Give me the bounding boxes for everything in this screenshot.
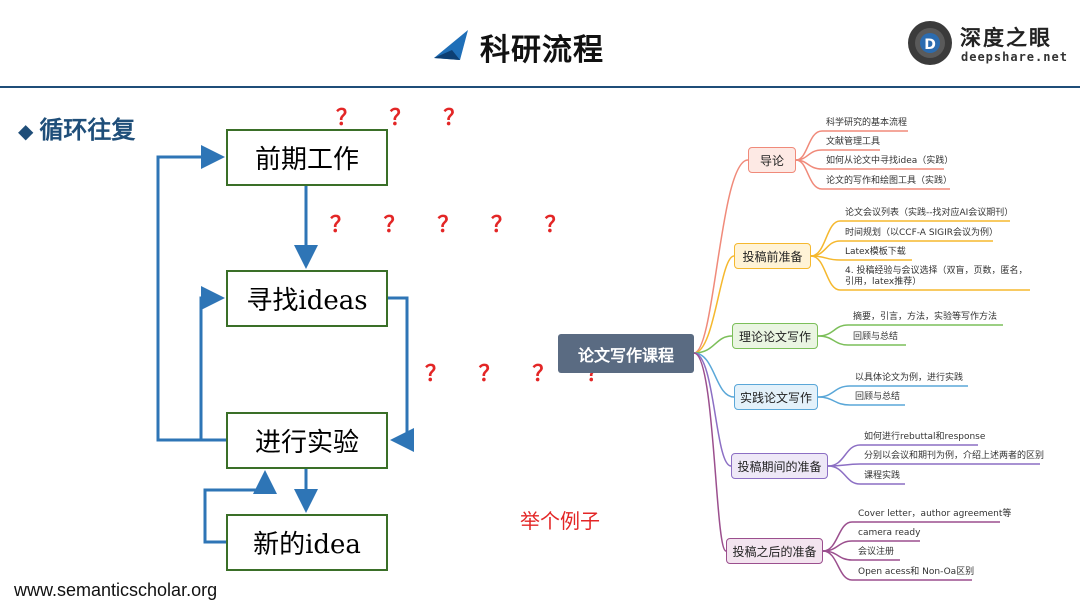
example-label: 举个例子 — [520, 509, 600, 533]
mindmap-branch-practice-writing: 实践论文写作 — [734, 384, 818, 410]
mindmap-branch-during-submission: 投稿期间的准备 — [731, 453, 828, 479]
logo-arrow-icon — [434, 30, 468, 60]
deepshare-eye-logo-icon: D — [908, 21, 952, 65]
flow-box-find-ideas: 寻找ideas — [226, 270, 388, 327]
mindmap-leaf: Open acess和 Non-Oa区别 — [858, 567, 975, 577]
svg-text:D: D — [924, 37, 936, 53]
mindmap-leaf: camera ready — [858, 528, 921, 538]
mindmap-leaf: 课程实践 — [864, 471, 901, 481]
mindmap-leaf: Latex模板下载 — [845, 247, 906, 257]
mindmap-branch-intro: 导论 — [748, 147, 796, 173]
flow-box-new-idea: 新的idea — [226, 514, 388, 571]
mindmap-leaf: 科学研究的基本流程 — [826, 118, 908, 128]
mindmap-leaf: 如何从论文中寻找idea（实践） — [826, 156, 954, 166]
section-heading: ◆循环往复 — [18, 110, 135, 145]
mindmap-leaf: 时间规划（以CCF-A SIGIR会议为例） — [845, 228, 999, 238]
mindmap-leaf: Cover letter，author agreement等 — [858, 509, 1012, 519]
mindmap-leaf: 分别以会议和期刊为例，介绍上述两者的区别 — [864, 451, 1045, 461]
footer-url[interactable]: www.semanticscholar.org — [14, 580, 218, 600]
question-marks-top: ？ ？ ？ — [336, 105, 478, 131]
mindmap-leaf: 会议注册 — [858, 547, 895, 557]
mindmap-leaf: 论文的写作和绘图工具（实践） — [826, 176, 953, 186]
mindmap-branch-after-submission: 投稿之后的准备 — [726, 538, 823, 564]
mindmap-leaf: 回顾与总结 — [853, 332, 899, 342]
mindmap-leaf: 如何进行rebuttal和response — [864, 432, 986, 442]
mindmap-leaf: 文献管理工具 — [826, 137, 881, 147]
question-marks-middle: ？ ？ ？ ？ ？ — [330, 212, 579, 238]
mindmap-branch-pre-submission: 投稿前准备 — [734, 243, 811, 269]
mindmap-leaf: 4. 投稿经验与会议选择（双盲，页数，匿名，引用，latex推荐） — [845, 266, 1028, 287]
mindmap-branch-theory-writing: 理论论文写作 — [732, 323, 818, 349]
section-heading-text: 循环往复 — [39, 116, 136, 144]
mindmap-leaf: 摘要，引言，方法，实验等写作方法 — [853, 312, 998, 322]
mindmap-leaf: 论文会议列表（实践--找对应AI会议期刊） — [845, 208, 1014, 218]
flow-box-run-experiments: 进行实验 — [226, 412, 388, 469]
flow-box-preliminary-work: 前期工作 — [226, 129, 388, 186]
mindmap-center-node: 论文写作课程 — [558, 334, 694, 373]
mindmap-leaf: 回顾与总结 — [855, 392, 901, 402]
mindmap-leaf: 以具体论文为例，进行实践 — [855, 373, 964, 383]
header-divider — [0, 86, 1080, 88]
diamond-bullet-icon: ◆ — [18, 119, 34, 143]
logo-en-text: deepshare.net — [961, 50, 1068, 64]
logo-cn-text: 深度之眼 — [960, 26, 1052, 50]
page-title: 科研流程 — [480, 33, 604, 68]
